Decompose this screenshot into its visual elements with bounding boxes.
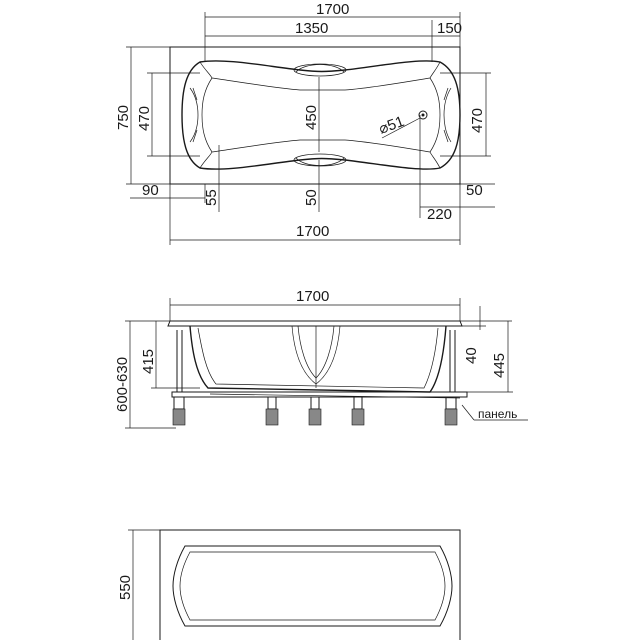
foot — [173, 396, 185, 410]
headrest-bottom — [293, 153, 347, 167]
headrest-top-shade — [295, 64, 345, 73]
dim-1700-top: 1700 — [316, 1, 349, 18]
top-view: 1700 1350 150 750 470 450 470 ⌀51 90 — [115, 1, 495, 245]
tub-inner-contour — [201, 77, 441, 153]
headrest-bottom-shade — [295, 157, 345, 166]
dim-445: 445 — [491, 353, 508, 378]
tub-corner-line — [429, 151, 441, 169]
grip-left-detail — [192, 87, 198, 143]
dim-1700-bottom: 1700 — [296, 223, 329, 240]
tub-bowl-top — [181, 60, 461, 170]
dim-drain-diameter: ⌀51 — [377, 113, 407, 138]
frame-line — [209, 393, 461, 399]
drain-hole — [418, 110, 428, 120]
panel-view: 550 — [117, 529, 461, 640]
foot-pad — [265, 408, 279, 426]
tub-rim — [167, 320, 463, 327]
headrest-top — [293, 63, 347, 77]
feet — [172, 396, 458, 426]
tub-corner-line — [429, 61, 441, 79]
dim-50-right: 50 — [466, 182, 483, 199]
dim-450: 450 — [303, 105, 320, 130]
dim-150: 150 — [437, 20, 462, 37]
grip-right — [443, 87, 452, 143]
dim-415: 415 — [140, 349, 157, 374]
dim-470-left: 470 — [136, 106, 153, 131]
foot — [445, 396, 457, 410]
dim-side-1700: 1700 — [296, 288, 329, 305]
panel-inset-inner — [179, 551, 446, 621]
dim-470-right: 470 — [469, 108, 486, 133]
foot-pad — [351, 408, 365, 426]
side-view: 1700 — [114, 288, 528, 429]
dim-55: 55 — [203, 189, 220, 206]
dim-90: 90 — [142, 182, 159, 199]
dim-50-center: 50 — [303, 189, 320, 206]
dim-600-630: 600-630 — [114, 357, 131, 412]
grip-right-detail — [443, 87, 449, 143]
tub-corner-line — [199, 61, 213, 79]
dim-220: 220 — [427, 206, 452, 223]
foot-pad — [172, 408, 186, 426]
foot — [310, 396, 320, 410]
frame-bar — [171, 391, 468, 398]
dim-1350: 1350 — [295, 20, 328, 37]
foot-pad — [308, 408, 322, 426]
dim-550: 550 — [117, 575, 134, 600]
tub-corner-line — [199, 151, 213, 169]
panel-outline — [159, 529, 461, 640]
foot — [353, 396, 363, 410]
leader-line — [381, 117, 421, 139]
panel-label: панель — [478, 407, 517, 421]
drain-center — [421, 113, 425, 117]
panel-inset — [172, 545, 453, 627]
foot-pad — [444, 408, 458, 426]
dim-40: 40 — [463, 347, 480, 364]
tub-inner-profile — [197, 327, 439, 389]
foot — [267, 396, 277, 410]
grip-left — [189, 87, 199, 143]
tub-body-side — [189, 325, 447, 393]
dim-750: 750 — [115, 105, 132, 130]
panel-leader — [461, 404, 475, 421]
